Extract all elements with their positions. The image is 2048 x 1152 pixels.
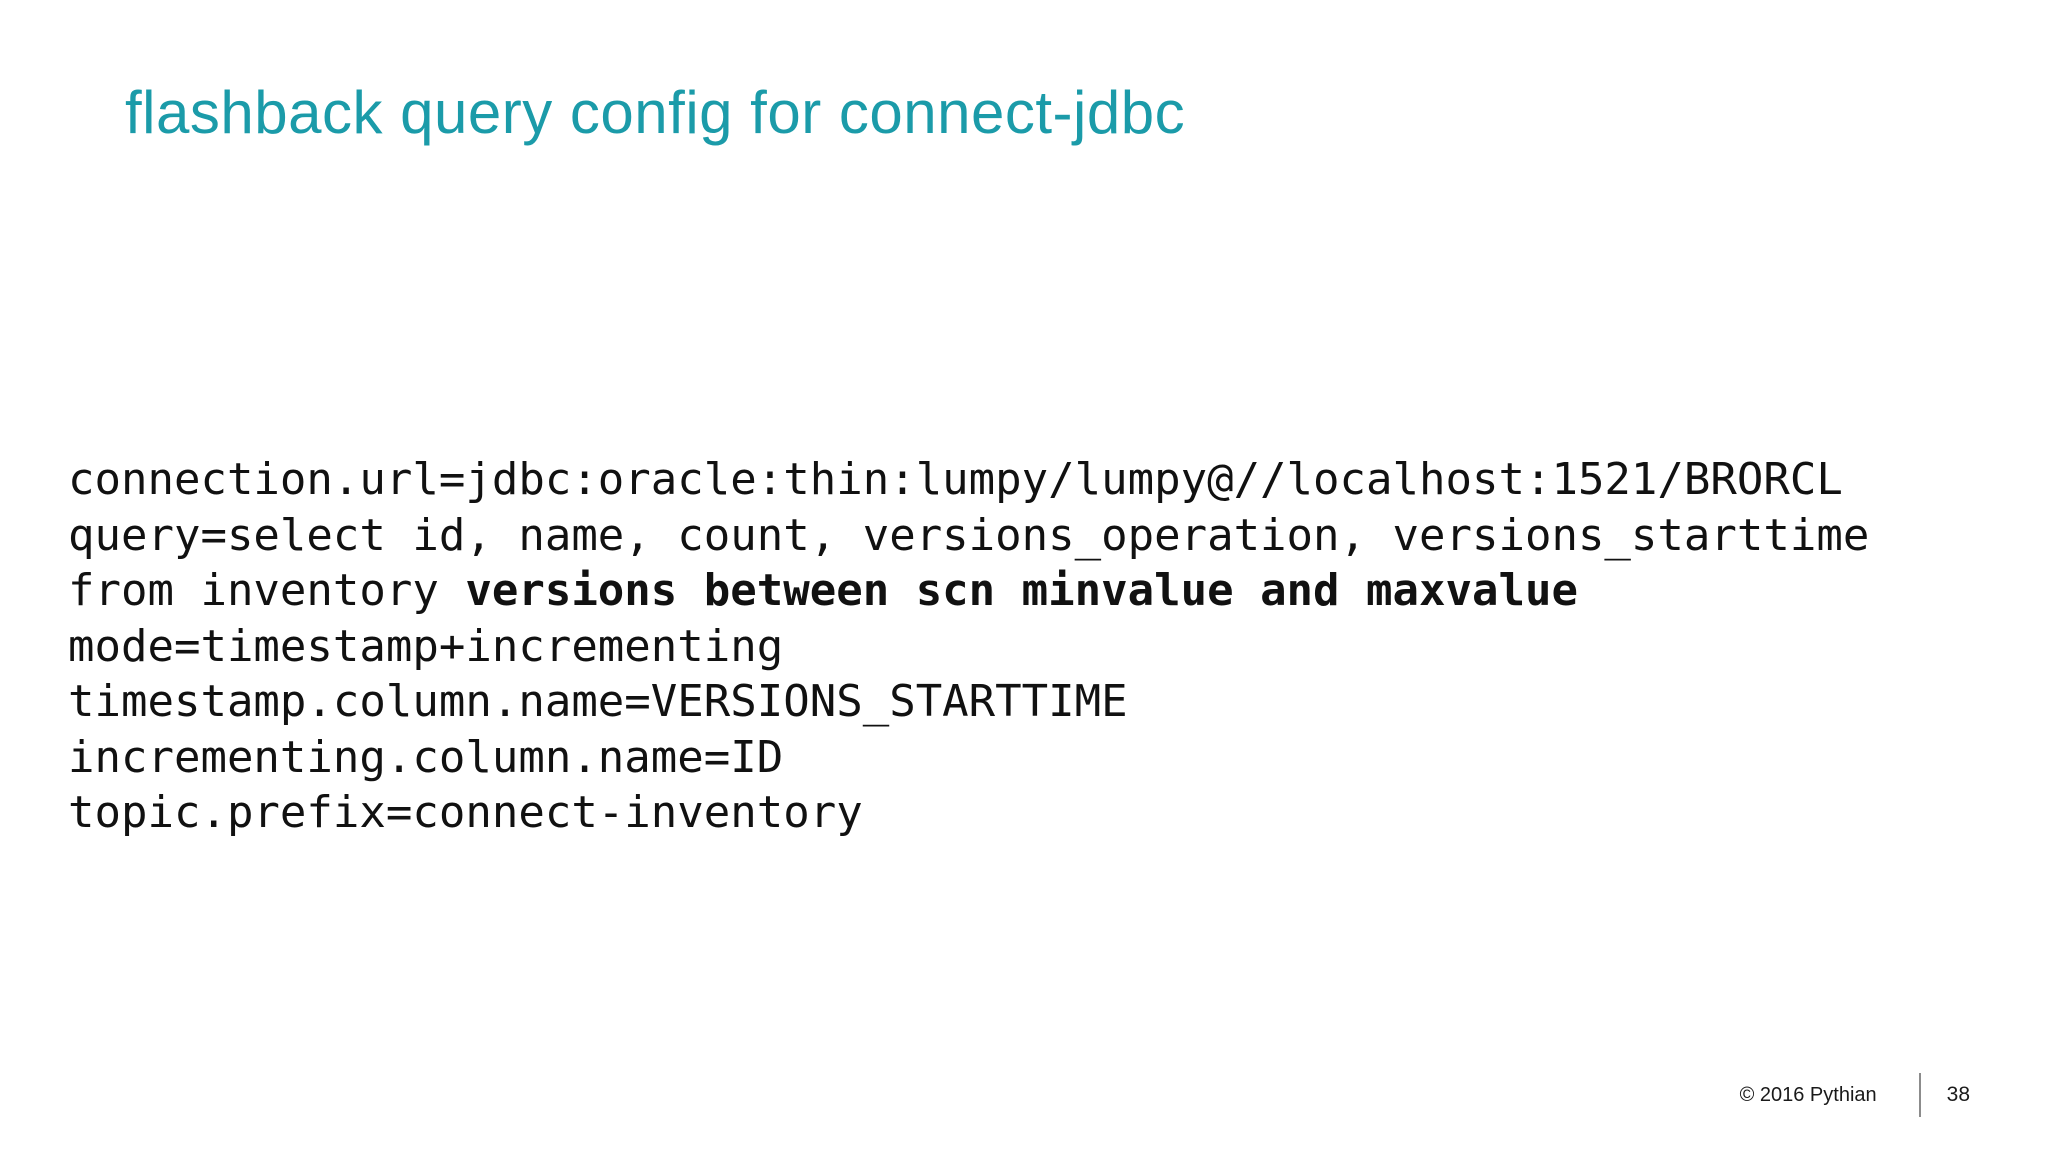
copyright-text: © 2016 Pythian bbox=[1739, 1083, 1877, 1106]
code-line: connection.url=jdbc:oracle:thin:lumpy/lu… bbox=[68, 452, 1869, 508]
code-line: incrementing.column.name=ID bbox=[68, 730, 1869, 786]
footer-divider bbox=[1918, 1073, 1921, 1117]
code-segment: topic.prefix=connect-inventory bbox=[68, 787, 863, 838]
code-segment: connection.url=jdbc:oracle:thin:lumpy/lu… bbox=[68, 454, 1843, 505]
code-line: timestamp.column.name=VERSIONS_STARTTIME bbox=[68, 674, 1869, 730]
code-line: topic.prefix=connect-inventory bbox=[68, 785, 1869, 841]
code-segment: incrementing.column.name=ID bbox=[68, 731, 784, 783]
code-line: from inventory versions between scn minv… bbox=[68, 563, 1869, 619]
code-segment: query=select id, name, count, versions_o… bbox=[68, 509, 1870, 561]
code-segment: from inventory bbox=[68, 565, 466, 616]
config-code-block: connection.url=jdbc:oracle:thin:lumpy/lu… bbox=[68, 452, 1869, 841]
code-line: mode=timestamp+incrementing bbox=[68, 619, 1869, 675]
slide-title: flashback query config for connect-jdbc bbox=[125, 79, 1186, 146]
code-line: query=select id, name, count, versions_o… bbox=[68, 508, 1869, 564]
page-number: 38 bbox=[1946, 1083, 1970, 1106]
code-segment-bold: versions between scn minvalue and maxval… bbox=[465, 565, 1578, 616]
footer: © 2016 Pythian 38 bbox=[1740, 1072, 1970, 1118]
code-segment: timestamp.column.name=VERSIONS_STARTTIME bbox=[68, 676, 1128, 727]
code-segment: mode=timestamp+incrementing bbox=[68, 620, 784, 672]
